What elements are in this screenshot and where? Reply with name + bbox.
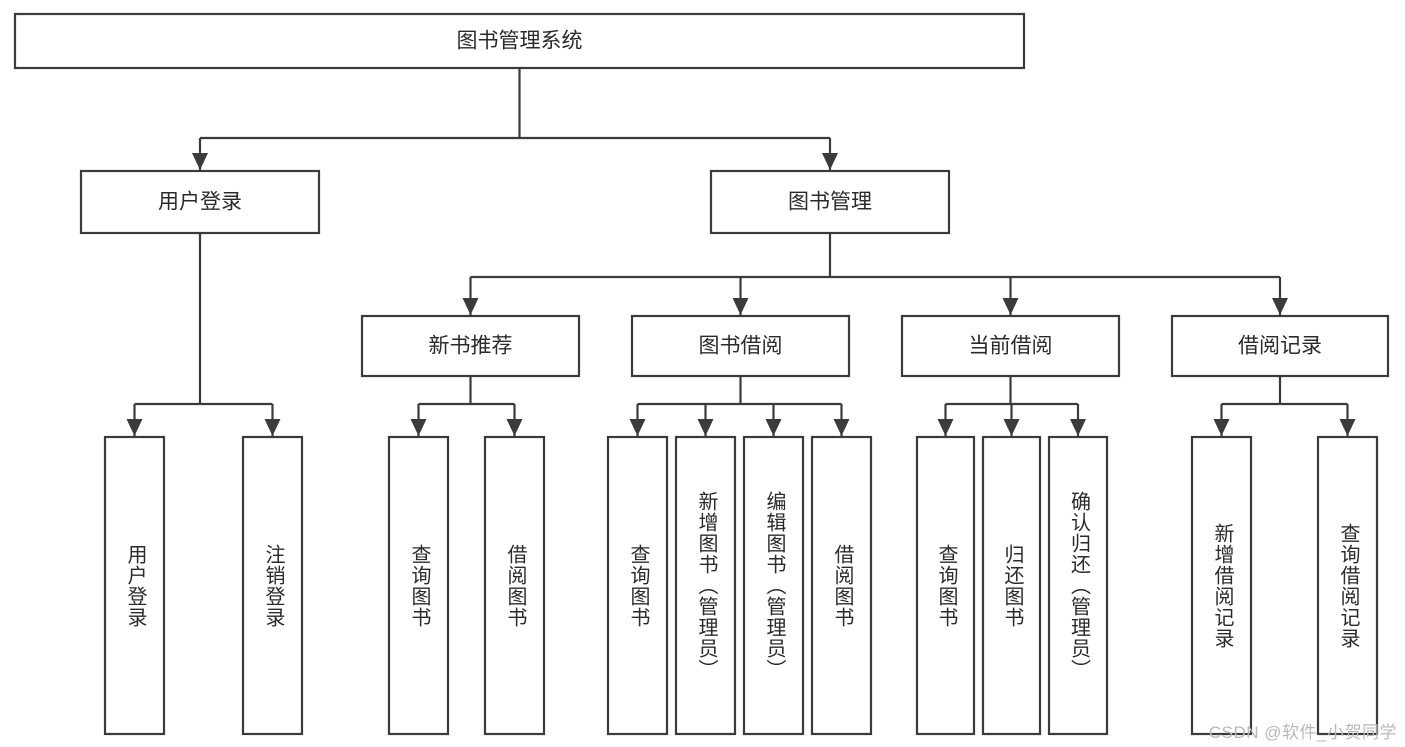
leaf-node-box[interactable] — [387, 435, 450, 736]
leaf-node-box[interactable] — [981, 435, 1042, 736]
node-label: 图书管理 — [788, 191, 872, 214]
leaf-node-box[interactable] — [241, 435, 304, 736]
node-label: 当前借阅 — [969, 335, 1053, 358]
leaf-node-box[interactable] — [1190, 435, 1253, 736]
level2-node-1[interactable]: 图书管理 — [709, 169, 951, 235]
csdn-watermark: CSDN @软件_小贺同学 — [1208, 723, 1397, 742]
leaf-node-box[interactable] — [742, 435, 805, 736]
node-label: 图书借阅 — [699, 335, 783, 358]
leaf-node-box[interactable] — [1316, 435, 1379, 736]
leaf-node-box[interactable] — [674, 435, 737, 736]
leaf-node-box[interactable] — [606, 435, 669, 736]
node-label: 新书推荐 — [429, 335, 513, 358]
leaf-node-box[interactable] — [103, 435, 166, 736]
level3-node-1[interactable]: 图书借阅 — [630, 314, 851, 378]
leaf-node-box[interactable] — [483, 435, 546, 736]
node-label: 图书管理系统 — [457, 30, 583, 53]
level2-node-0[interactable]: 用户登录 — [79, 169, 321, 235]
connectors-layer — [126, 68, 1356, 436]
leaf-node-box[interactable] — [810, 435, 873, 736]
leaf-node-box[interactable] — [915, 435, 976, 736]
root-node-图书管理系统[interactable]: 图书管理系统 — [13, 12, 1026, 70]
node-label: 用户登录 — [158, 191, 242, 214]
level3-node-0[interactable]: 新书推荐 — [360, 314, 581, 378]
node-label: 借阅记录 — [1238, 335, 1322, 358]
level3-node-3[interactable]: 借阅记录 — [1170, 314, 1390, 378]
level3-node-2[interactable]: 当前借阅 — [900, 314, 1121, 378]
leaf-node-box[interactable] — [1047, 435, 1109, 736]
